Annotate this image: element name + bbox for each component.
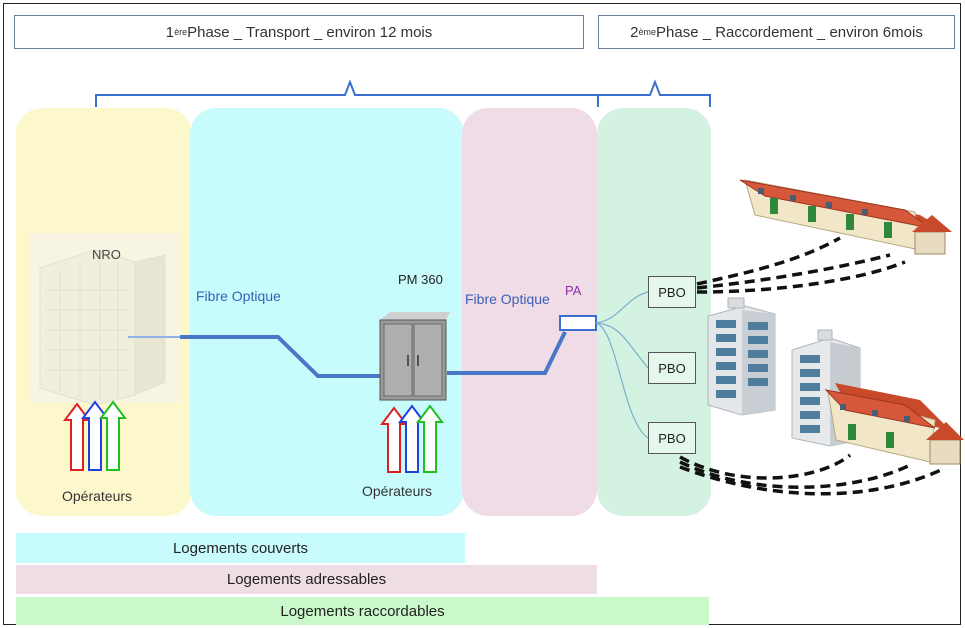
pbo-box-2: PBO xyxy=(648,352,696,384)
phase2-text: Phase _ Raccordement _ environ 6mois xyxy=(656,23,923,41)
operateurs-pm-label: Opérateurs xyxy=(362,483,433,499)
phase1-text: Phase _ Transport _ environ 12 mois xyxy=(187,23,433,41)
phase2-number: 2 xyxy=(630,23,639,41)
phase1-number: 1 xyxy=(165,23,175,41)
nro-building-icon xyxy=(30,233,180,406)
phase1-bracket xyxy=(95,79,599,107)
pa-label: PA xyxy=(565,283,582,298)
houses-bottom-icon xyxy=(824,383,964,465)
pm-cabinet-icon xyxy=(379,312,450,401)
pm-360-label: PM 360 xyxy=(398,272,443,287)
pbo-box-1: PBO xyxy=(648,276,696,308)
bar-logements-raccordables: Logements raccordables xyxy=(16,597,709,625)
operateurs-nro-label: Opérateurs xyxy=(62,488,133,504)
bar-logements-adressables: Logements adressables xyxy=(16,565,597,594)
operateurs-nro-arrows xyxy=(63,400,127,471)
phase1-sup: ère xyxy=(174,27,188,37)
bar-adressables-label: Logements adressables xyxy=(226,571,387,588)
bar-logements-couverts: Logements couverts xyxy=(16,533,465,563)
office-building-left-icon xyxy=(707,297,776,416)
pa-branches xyxy=(595,291,649,439)
phase2-sup: ème xyxy=(638,27,657,37)
operateurs-pm-arrows xyxy=(380,404,444,473)
zone-pa xyxy=(462,108,597,516)
fibre-pm-pa xyxy=(447,331,567,375)
nro-label: NRO xyxy=(92,247,121,262)
pa-box xyxy=(559,315,597,331)
pbo-1-label: PBO xyxy=(658,284,686,300)
phase2-bracket xyxy=(597,79,711,107)
drop-cables xyxy=(679,236,946,496)
pbo-3-label: PBO xyxy=(658,430,686,446)
bar-raccordables-label: Logements raccordables xyxy=(280,602,445,620)
fibre-optique-left-label: Fibre Optique xyxy=(196,288,281,304)
fibre-optique-right-label: Fibre Optique xyxy=(465,291,550,307)
pbo-box-3: PBO xyxy=(648,422,696,454)
houses-top-icon xyxy=(739,179,952,255)
pbo-2-label: PBO xyxy=(658,360,686,376)
bar-couverts-label: Logements couverts xyxy=(172,539,309,557)
